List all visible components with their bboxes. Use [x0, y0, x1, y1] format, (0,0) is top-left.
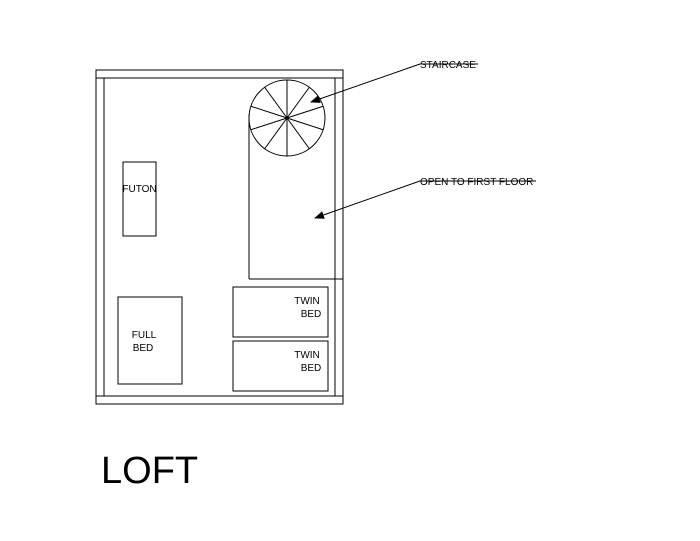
stair-tread [286, 117, 324, 131]
twin-bed-1-label-1: TWIN [294, 296, 320, 307]
stair-tread [286, 86, 310, 119]
stair-tread [250, 117, 288, 131]
twin-bed-2-label-2: BED [301, 363, 322, 374]
twin-bed-2: TWIN BED [232, 340, 329, 392]
open-area [248, 115, 343, 280]
futon: FUTON [122, 161, 157, 237]
twin-bed-1-rect [232, 286, 329, 338]
stair-tread [264, 86, 288, 119]
twin-bed-1: TWIN BED [232, 286, 329, 338]
outer-wall [95, 69, 344, 405]
staircase-callout: STAIRCASE [310, 60, 478, 103]
twin-bed-1-label-2: BED [301, 309, 322, 320]
twin-bed-2-rect [232, 340, 329, 392]
futon-rect [122, 161, 157, 237]
open-callout: OPEN TO FIRST FLOOR [314, 177, 536, 219]
full-bed: FULL BED [117, 296, 183, 385]
futon-label: FUTON [122, 184, 156, 195]
stair-tread [286, 117, 310, 150]
inner-wall [103, 77, 336, 397]
staircase-label: STAIRCASE [420, 60, 476, 71]
plan-title: LOFT [101, 450, 198, 492]
full-bed-rect [117, 296, 183, 385]
open-arrow [314, 180, 421, 219]
twin-bed-2-label-1: TWIN [294, 350, 320, 361]
stair-tread [264, 117, 288, 150]
spiral-staircase [248, 79, 326, 157]
stair-tread [250, 105, 288, 119]
full-bed-label-1: FULL [132, 330, 157, 341]
walls [95, 69, 344, 405]
stair-tread [286, 105, 324, 119]
open-to-first-floor-label: OPEN TO FIRST FLOOR [420, 177, 533, 188]
full-bed-label-2: BED [133, 343, 154, 354]
staircase-arrow [310, 63, 421, 103]
